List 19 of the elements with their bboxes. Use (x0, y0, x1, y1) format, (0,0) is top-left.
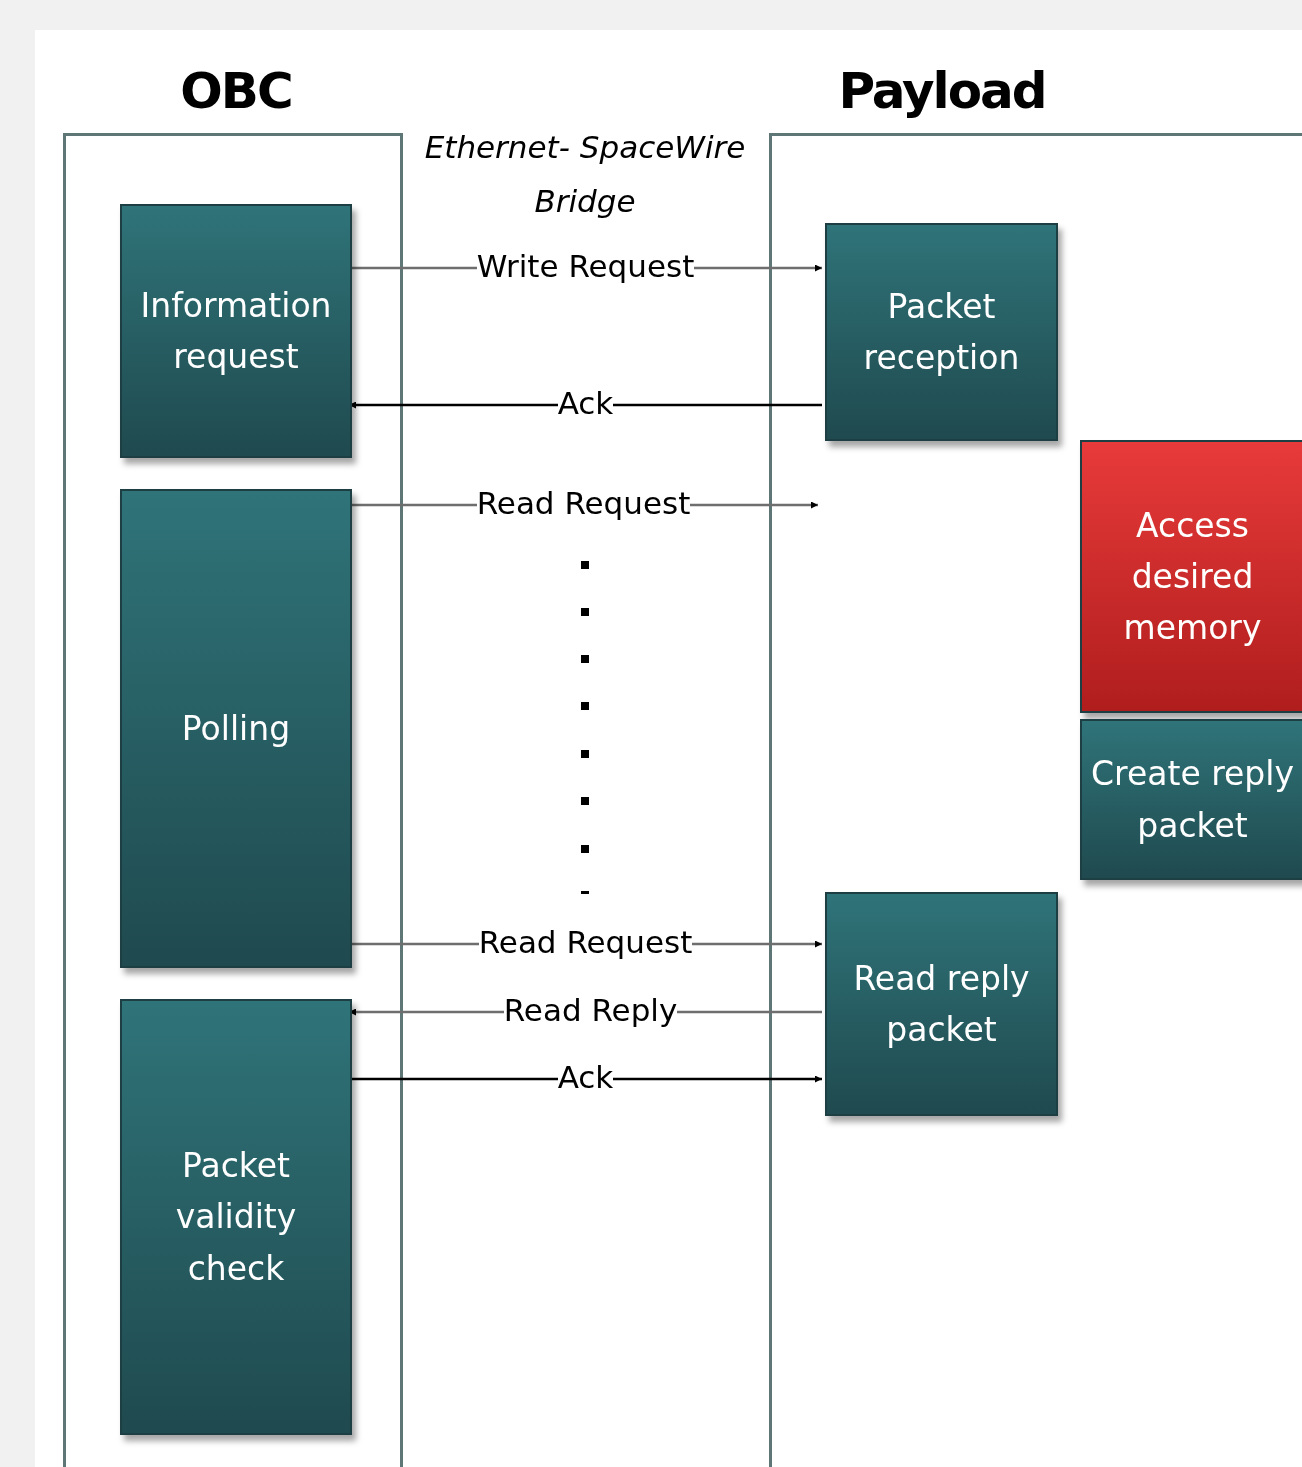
process-box (1080, 719, 1302, 880)
box-text: Access desired memory (1122, 504, 1263, 650)
lane-heading: OBC (179, 61, 293, 122)
process-box (120, 204, 352, 458)
box-text: Information request (139, 284, 333, 378)
process-box (825, 223, 1058, 441)
process-box (825, 892, 1058, 1116)
bridge-label: Ethernet- SpaceWire Bridge (423, 128, 747, 221)
process-box (120, 999, 352, 1435)
box-text: Packet validity check (174, 1145, 298, 1290)
lane-heading: Payload (837, 61, 1047, 122)
box-text: Create reply packet (1090, 753, 1295, 847)
process-box (120, 489, 352, 968)
box-text: Packet reception (862, 285, 1021, 379)
box-text: Polling (181, 707, 291, 750)
arrow (349, 401, 822, 409)
arrow (349, 1075, 822, 1083)
process-box (1080, 440, 1302, 713)
box-text: Read reply packet (852, 957, 1031, 1051)
